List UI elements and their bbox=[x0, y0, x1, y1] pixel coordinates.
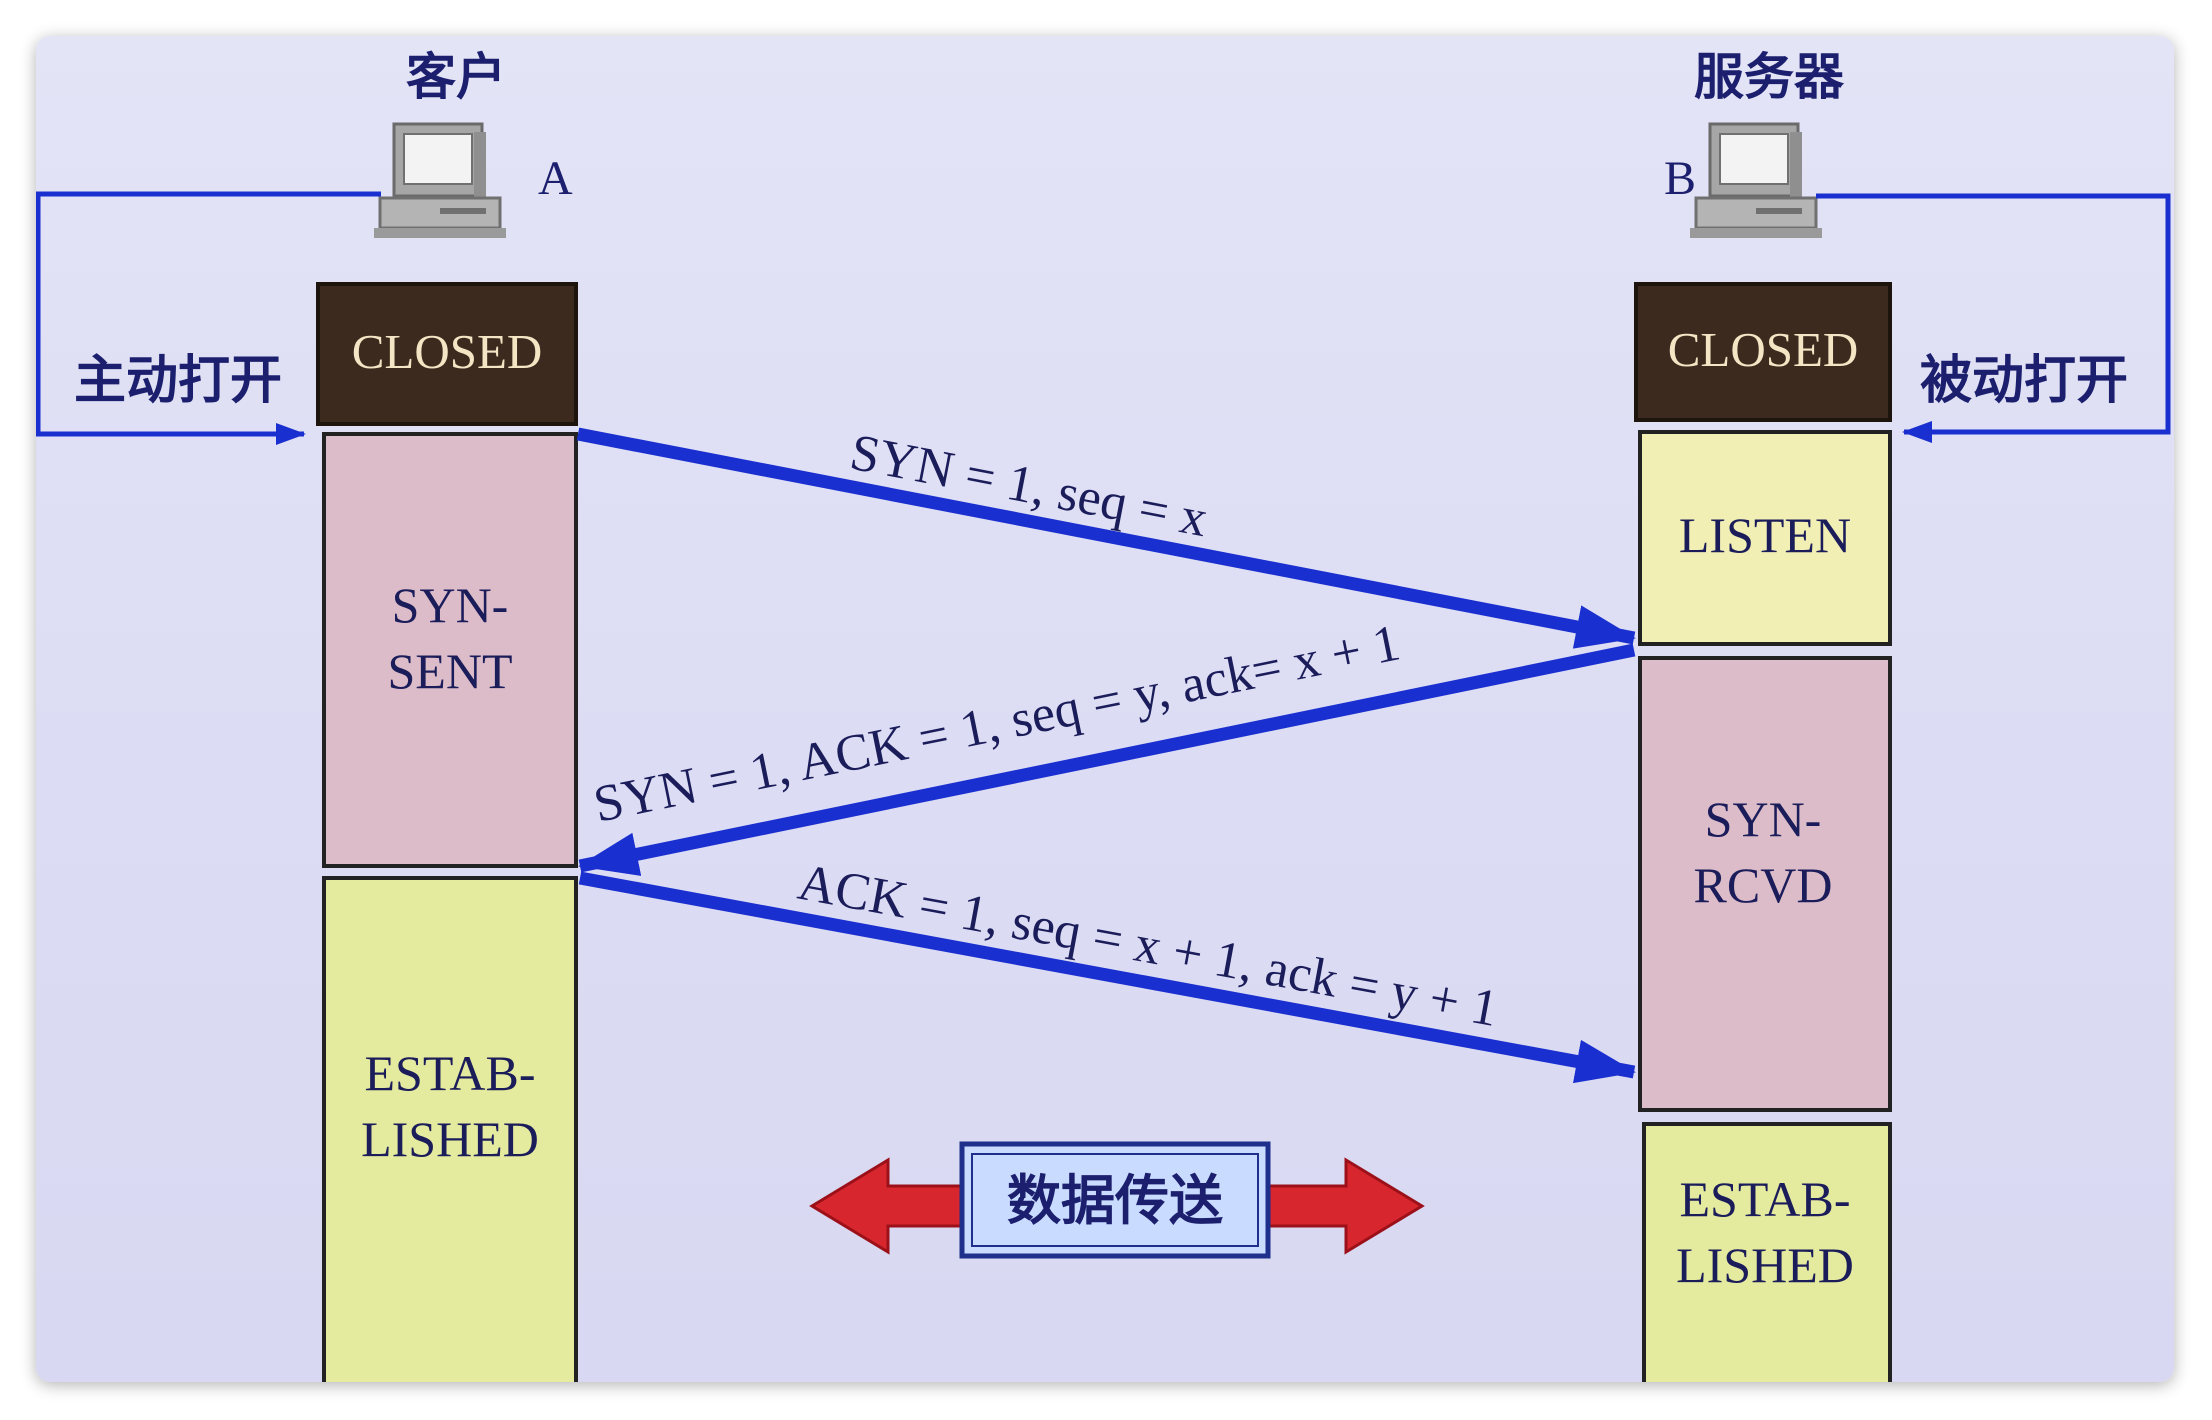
data-transfer-right-arrow bbox=[1260, 1157, 1425, 1255]
active-open-label: 主动打开 bbox=[74, 351, 282, 411]
server-host-label: B bbox=[1664, 152, 1696, 205]
client-syn-sent-line1: SYN- bbox=[392, 577, 509, 633]
ack-message: ACK = 1, seq = x + 1, ack = y + 1 bbox=[794, 854, 1503, 1038]
server-listen-label: LISTEN bbox=[1679, 507, 1851, 563]
server-syn-rcvd-line1: SYN- bbox=[1705, 791, 1822, 847]
server-computer-icon bbox=[1690, 122, 1822, 238]
data-transfer-box bbox=[959, 1141, 1271, 1259]
syn-ack-arrow bbox=[578, 643, 1636, 876]
server-state-syn-rcvd bbox=[1638, 656, 1892, 1112]
server-state-listen bbox=[1638, 430, 1892, 646]
client-host-label: A bbox=[538, 152, 573, 205]
ack-arrow bbox=[578, 871, 1636, 1084]
slide-frame: 客户 A 主动打开 CLOSED SYN- SENT ESTAB- LISHED… bbox=[36, 36, 2174, 1382]
active-open-line bbox=[36, 191, 381, 445]
client-title: 客户 bbox=[406, 48, 506, 106]
client-state-syn-sent bbox=[322, 432, 578, 868]
server-closed-label: CLOSED bbox=[1668, 322, 1859, 377]
server-established-line2: LISHED bbox=[1676, 1237, 1854, 1293]
client-established-line2: LISHED bbox=[361, 1111, 539, 1167]
server-title: 服务器 bbox=[1694, 48, 1845, 106]
server-state-closed bbox=[1634, 282, 1892, 422]
passive-open-line bbox=[1816, 193, 2171, 443]
syn-arrow bbox=[576, 427, 1636, 649]
passive-open-label: 被动打开 bbox=[1920, 351, 2128, 411]
client-state-closed bbox=[316, 282, 578, 426]
client-computer-icon bbox=[374, 122, 506, 238]
client-syn-sent-line2: SENT bbox=[388, 643, 513, 699]
data-transfer-label: 数据传送 bbox=[1007, 1169, 1223, 1232]
server-established-line1: ESTAB- bbox=[1680, 1171, 1851, 1227]
syn-message: SYN = 1, seq = x bbox=[846, 424, 1212, 548]
server-state-established bbox=[1642, 1122, 1892, 1382]
client-state-established bbox=[322, 876, 578, 1382]
client-established-line1: ESTAB- bbox=[365, 1045, 536, 1101]
tcp-handshake-diagram: 客户 A 主动打开 CLOSED SYN- SENT ESTAB- LISHED… bbox=[36, 48, 2171, 1382]
client-closed-label: CLOSED bbox=[352, 324, 543, 379]
server-syn-rcvd-line2: RCVD bbox=[1694, 857, 1833, 913]
